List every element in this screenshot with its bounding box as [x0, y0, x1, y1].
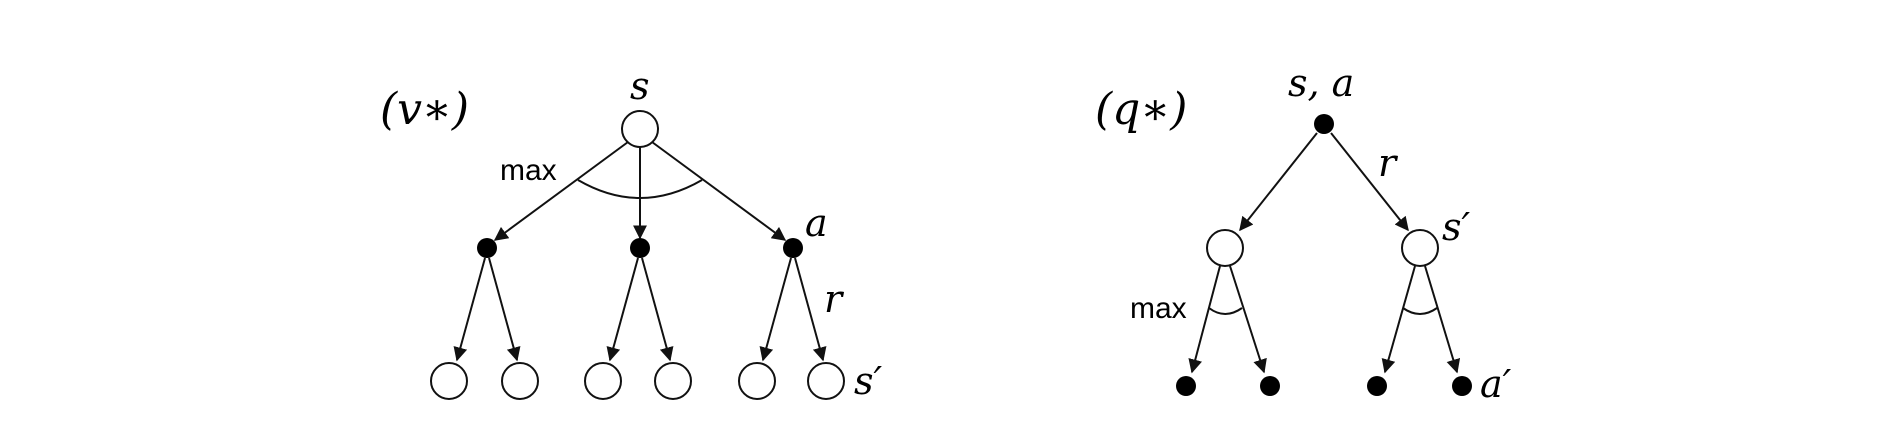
root-action-node: [1314, 114, 1334, 134]
q-max-arc-left: [1208, 307, 1243, 315]
root-state-node: [621, 110, 659, 148]
next-action-node-1: [1176, 376, 1196, 396]
edge-root-to-state-left: [1239, 132, 1318, 232]
next-state-node-right: [1401, 229, 1439, 267]
edge-left-to-s1: [453, 257, 486, 362]
next-state-label: s′: [854, 359, 883, 403]
edge-right-to-s6: [794, 257, 827, 362]
next-state-node-6: [807, 362, 845, 400]
next-state-node-5: [738, 362, 776, 400]
edge-left-to-s2: [488, 257, 521, 362]
action-node-right: [783, 238, 803, 258]
next-state-node-3: [584, 362, 622, 400]
q-max-label: max: [1130, 292, 1187, 325]
edge-root-to-action-right: [651, 141, 787, 241]
v-root-state-label: s: [630, 64, 650, 108]
action-node-left: [477, 238, 497, 258]
edge-left-state-to-a1: [1188, 265, 1221, 374]
edge-root-to-state-right: [1330, 132, 1409, 232]
edge-right-state-to-a3: [1381, 265, 1416, 374]
edge-left-state-to-a2: [1229, 265, 1267, 374]
next-state-node-2: [501, 362, 539, 400]
q-star-diagram: (q∗) s, a r s′ max a′: [1095, 61, 1512, 406]
v-star-diagram: (v∗) s max a r s′: [380, 64, 883, 403]
next-state-node-1: [430, 362, 468, 400]
next-state-node-4: [654, 362, 692, 400]
q-star-tag: (q∗): [1095, 84, 1187, 135]
edge-right-to-s5: [759, 257, 792, 362]
q-next-action-label: a′: [1480, 362, 1512, 406]
next-action-node-3: [1367, 376, 1387, 396]
action-node-middle: [630, 238, 650, 258]
reward-label: r: [824, 277, 845, 321]
edge-right-state-to-a4: [1424, 265, 1461, 374]
next-action-node-4: [1452, 376, 1472, 396]
edge-root-to-action-left: [493, 141, 629, 241]
next-action-node-2: [1260, 376, 1280, 396]
action-label: a: [805, 201, 828, 245]
edge-middle-to-s3: [606, 257, 639, 362]
max-arc: [577, 179, 703, 199]
v-star-tag: (v∗): [380, 84, 469, 135]
q-root-label: s, a: [1288, 61, 1354, 105]
edge-middle-to-s4: [641, 257, 674, 362]
next-state-node-left: [1206, 229, 1244, 267]
max-label: max: [500, 154, 557, 187]
q-reward-label: r: [1378, 141, 1399, 185]
q-next-state-label: s′: [1442, 205, 1471, 249]
q-arc-right: [1402, 307, 1438, 315]
